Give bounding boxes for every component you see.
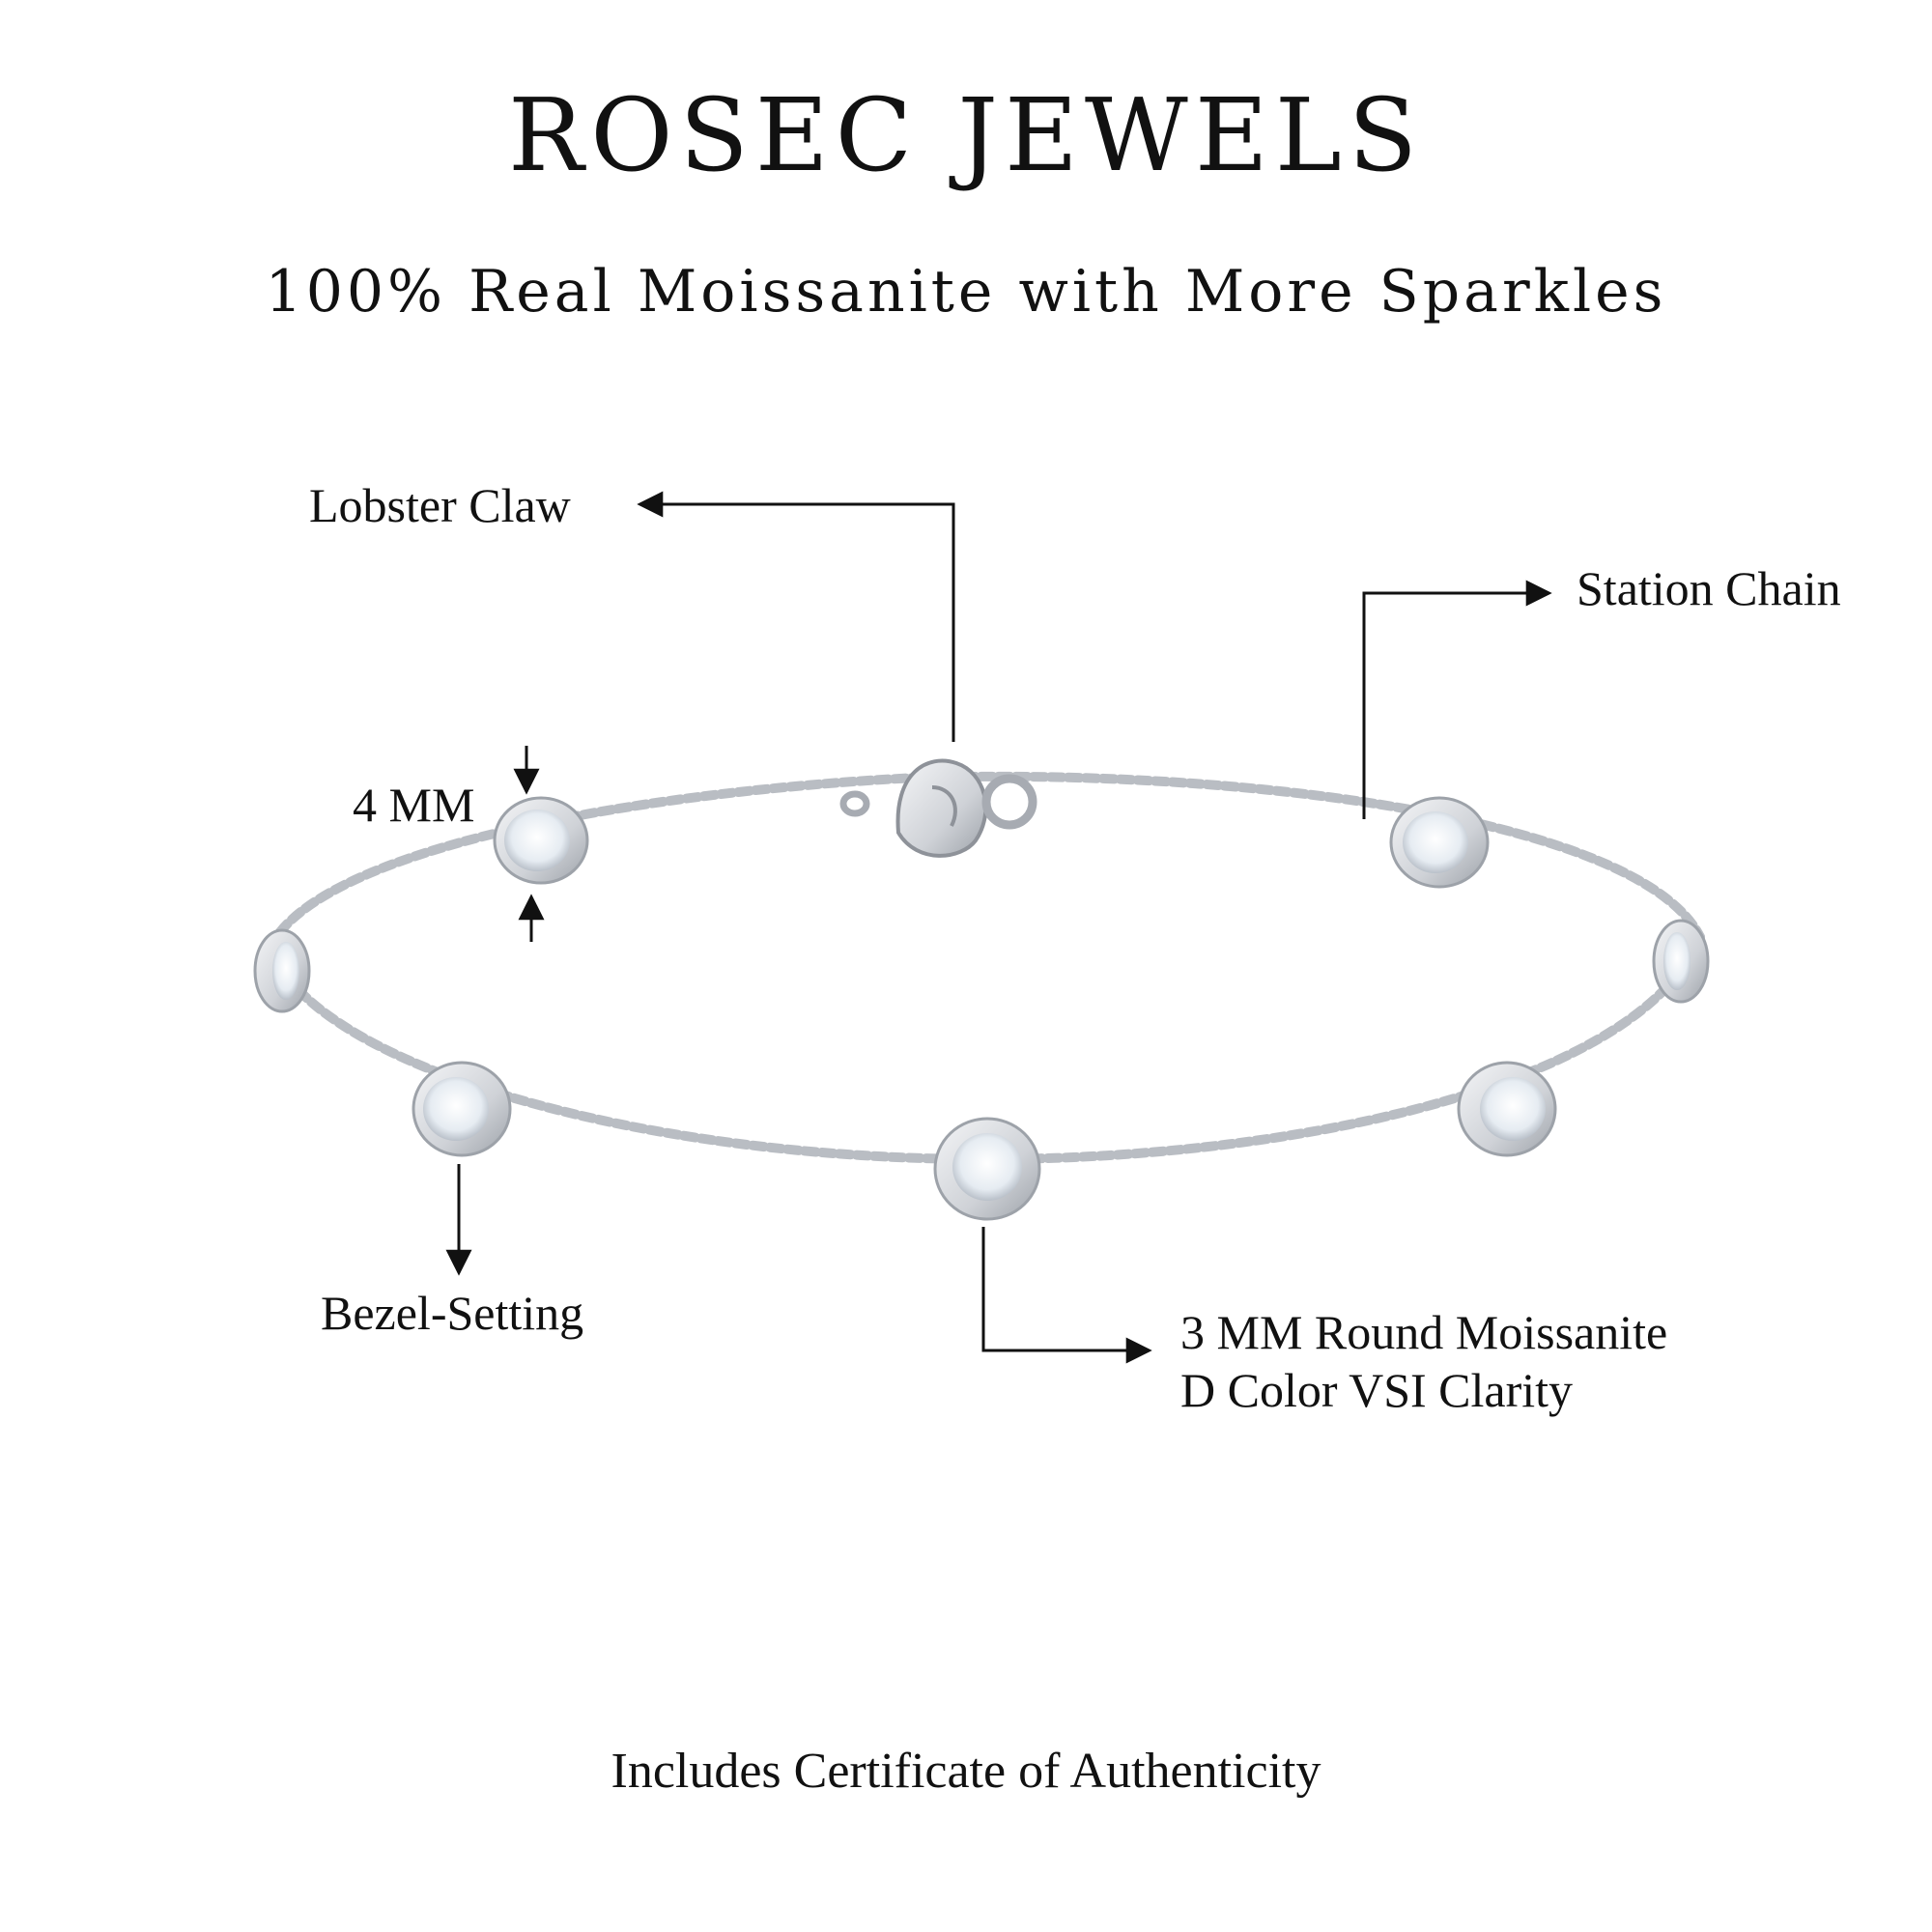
callout-lobster-claw: Lobster Claw	[309, 478, 571, 532]
station-chain-leader	[1362, 580, 1552, 819]
callout-stone-spec-line2: D Color VSI Clarity	[1180, 1363, 1574, 1417]
tagline: 100% Real Moissanite with More Sparkles	[265, 258, 1667, 326]
lobster-claw-leader	[637, 491, 955, 742]
stone-station-5	[1457, 1061, 1557, 1157]
lobster-claw-clasp	[839, 758, 1037, 858]
callout-bezel-setting: Bezel-Setting	[321, 1286, 584, 1340]
stone-station-3	[412, 1061, 512, 1157]
brand-title: ROSEC JEWELS	[507, 76, 1425, 194]
stone-spec-leader	[981, 1227, 1152, 1364]
callout-station-chain: Station Chain	[1577, 561, 1841, 615]
stone-station-7	[1389, 796, 1490, 889]
stone-station-2	[253, 928, 311, 1013]
stone-station-1	[493, 796, 589, 885]
stone-station-4	[933, 1117, 1041, 1221]
callout-stone-height: 4 MM	[353, 778, 475, 832]
callout-stone-spec-line1: 3 MM Round Moissanite	[1180, 1305, 1668, 1359]
stone-station-6	[1652, 919, 1710, 1004]
footer-note: Includes Certificate of Authenticity	[611, 1744, 1321, 1799]
